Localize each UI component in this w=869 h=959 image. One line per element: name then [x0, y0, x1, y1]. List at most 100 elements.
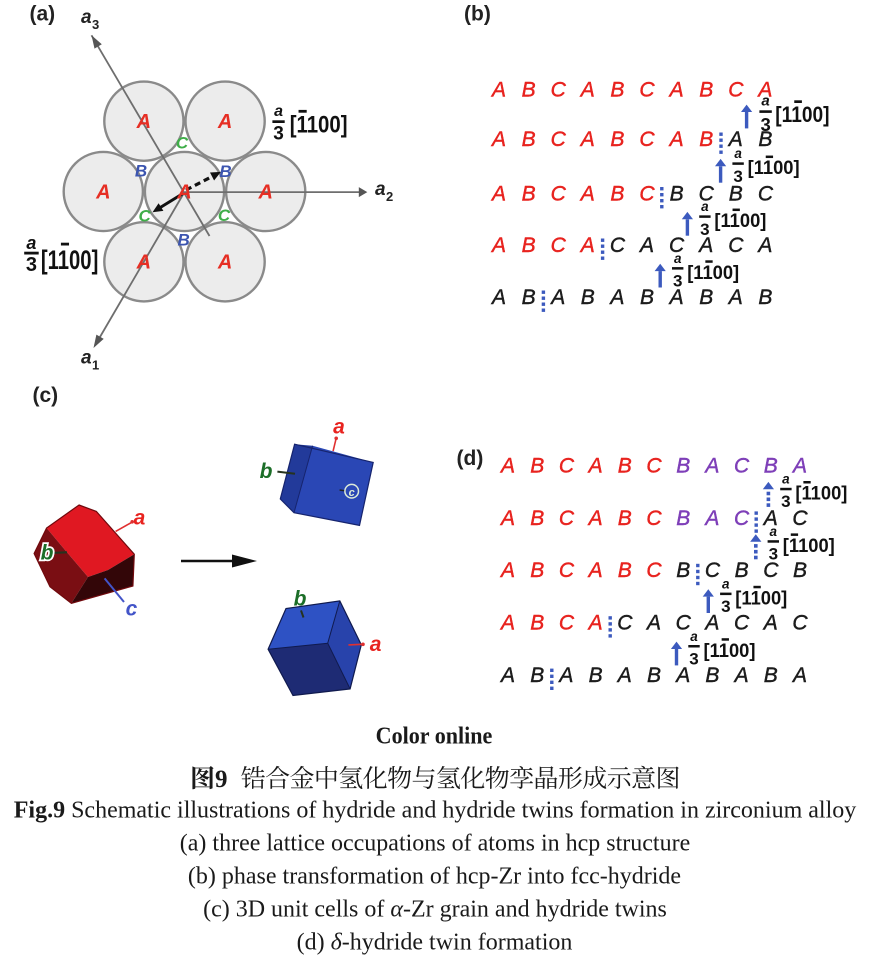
svg-text:Fig.9 Schematic illustrations: Fig.9 Schematic illustrations of hydride…	[14, 798, 857, 824]
svg-text:B: B	[735, 559, 749, 582]
svg-text:C: C	[734, 454, 750, 477]
svg-text:b: b	[41, 542, 54, 565]
svg-text:A: A	[756, 78, 772, 101]
svg-text:C: C	[639, 78, 655, 101]
svg-text:c: c	[349, 487, 355, 499]
svg-text:a: a	[375, 179, 386, 200]
svg-text:[1100]: [1100]	[714, 210, 766, 232]
svg-text:B: B	[618, 507, 632, 530]
svg-text:C: C	[734, 612, 750, 635]
svg-text:C: C	[699, 182, 715, 205]
svg-text:C: C	[551, 182, 567, 205]
svg-text:B: B	[676, 507, 690, 530]
svg-text:(d) δ-hydride twin formation: (d) δ-hydride twin formation	[297, 930, 573, 956]
svg-text:C: C	[646, 507, 662, 530]
svg-text:(c) 3D unit cells of α-Zr grai: (c) 3D unit cells of α-Zr grain and hydr…	[203, 897, 667, 923]
svg-text:a: a	[81, 348, 92, 369]
svg-text:(c): (c)	[33, 384, 59, 407]
svg-text:[1100]: [1100]	[783, 535, 835, 557]
svg-text:C: C	[551, 128, 567, 151]
svg-text:B: B	[764, 664, 778, 687]
svg-text:a: a	[701, 199, 709, 214]
svg-text:A: A	[136, 111, 151, 133]
svg-text:a: a	[761, 93, 769, 110]
svg-text:C: C	[218, 206, 231, 225]
svg-text:C: C	[763, 559, 779, 582]
svg-text:B: B	[640, 286, 654, 309]
svg-text:B: B	[522, 286, 536, 309]
svg-text:B: B	[676, 454, 690, 477]
svg-text:2: 2	[386, 189, 393, 204]
svg-text:A: A	[587, 454, 603, 477]
svg-text:(a) three lattice occupations: (a) three lattice occupations of atoms i…	[180, 831, 690, 857]
svg-text:(b) phase transformation of hc: (b) phase transformation of hcp-Zr into …	[188, 864, 681, 890]
svg-text:3: 3	[733, 167, 742, 186]
svg-text:B: B	[647, 664, 661, 687]
svg-text:C: C	[559, 454, 575, 477]
svg-text:a: a	[81, 7, 92, 28]
svg-text:A: A	[499, 612, 515, 635]
svg-text:c: c	[126, 598, 138, 621]
svg-text:3: 3	[721, 597, 730, 616]
svg-text:A: A	[490, 128, 506, 151]
svg-text:A: A	[587, 559, 603, 582]
svg-text:a: a	[26, 233, 36, 253]
svg-text:A: A	[499, 507, 515, 530]
svg-text:B: B	[219, 162, 231, 181]
svg-text:A: A	[703, 507, 719, 530]
svg-text:3: 3	[760, 114, 770, 135]
svg-text:B: B	[522, 78, 536, 101]
svg-text:A: A	[499, 559, 515, 582]
svg-text:B: B	[530, 507, 544, 530]
svg-text:B: B	[522, 182, 536, 205]
svg-text:A: A	[697, 234, 713, 257]
svg-text:[1100]: [1100]	[795, 482, 847, 504]
svg-text:3: 3	[700, 220, 709, 239]
svg-text:C: C	[551, 234, 567, 257]
svg-text:Color online: Color online	[376, 722, 493, 749]
svg-text:C: C	[139, 206, 152, 225]
svg-text:A: A	[791, 664, 807, 687]
svg-text:B: B	[610, 128, 624, 151]
svg-text:(d): (d)	[457, 447, 484, 470]
svg-text:B: B	[670, 182, 684, 205]
svg-text:A: A	[579, 128, 595, 151]
svg-text:a: a	[770, 524, 778, 539]
svg-text:A: A	[499, 454, 515, 477]
svg-text:3: 3	[781, 492, 790, 511]
svg-text:C: C	[728, 78, 744, 101]
svg-text:B: B	[699, 128, 713, 151]
svg-text:B: B	[729, 182, 743, 205]
svg-text:A: A	[703, 612, 719, 635]
svg-text:A: A	[756, 234, 772, 257]
svg-text:C: C	[639, 128, 655, 151]
svg-text:A: A	[549, 286, 565, 309]
svg-text:B: B	[758, 286, 772, 309]
svg-text:A: A	[257, 181, 272, 203]
svg-text:A: A	[579, 78, 595, 101]
svg-text:C: C	[646, 559, 662, 582]
svg-text:A: A	[638, 234, 654, 257]
svg-text:A: A	[703, 454, 719, 477]
svg-text:A: A	[176, 181, 191, 203]
svg-text:B: B	[676, 559, 690, 582]
svg-text:A: A	[616, 664, 632, 687]
svg-text:A: A	[733, 664, 749, 687]
svg-text:B: B	[705, 664, 719, 687]
svg-text:B: B	[618, 454, 632, 477]
svg-text:A: A	[668, 78, 684, 101]
svg-text:A: A	[579, 234, 595, 257]
svg-text:B: B	[699, 286, 713, 309]
svg-text:B: B	[764, 454, 778, 477]
svg-text:B: B	[581, 286, 595, 309]
svg-text:B: B	[610, 182, 624, 205]
svg-text:A: A	[674, 664, 690, 687]
svg-text:B: B	[177, 230, 189, 249]
svg-text:B: B	[530, 454, 544, 477]
svg-text:a: a	[722, 576, 730, 591]
svg-text:B: B	[618, 559, 632, 582]
svg-text:A: A	[727, 286, 743, 309]
svg-text:C: C	[705, 559, 721, 582]
svg-text:C: C	[176, 134, 189, 153]
svg-text:C: C	[792, 507, 808, 530]
